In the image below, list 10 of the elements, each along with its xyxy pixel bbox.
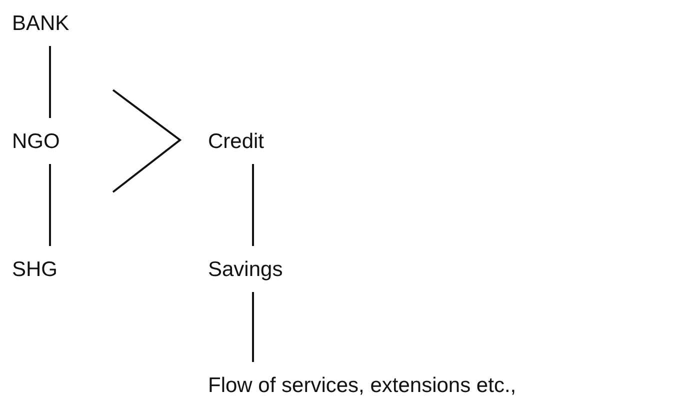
connector-line xyxy=(49,164,51,246)
connector-line xyxy=(252,164,254,246)
connector-line xyxy=(49,46,51,118)
connector-line xyxy=(252,292,254,362)
node-label: SHG xyxy=(12,258,58,281)
node-label: Flow of services, extensions etc., xyxy=(208,374,516,397)
node-label: Savings xyxy=(208,258,283,281)
node-label: BANK xyxy=(12,12,70,35)
node-label: Credit xyxy=(208,130,264,153)
node-label: NGO xyxy=(12,130,60,153)
